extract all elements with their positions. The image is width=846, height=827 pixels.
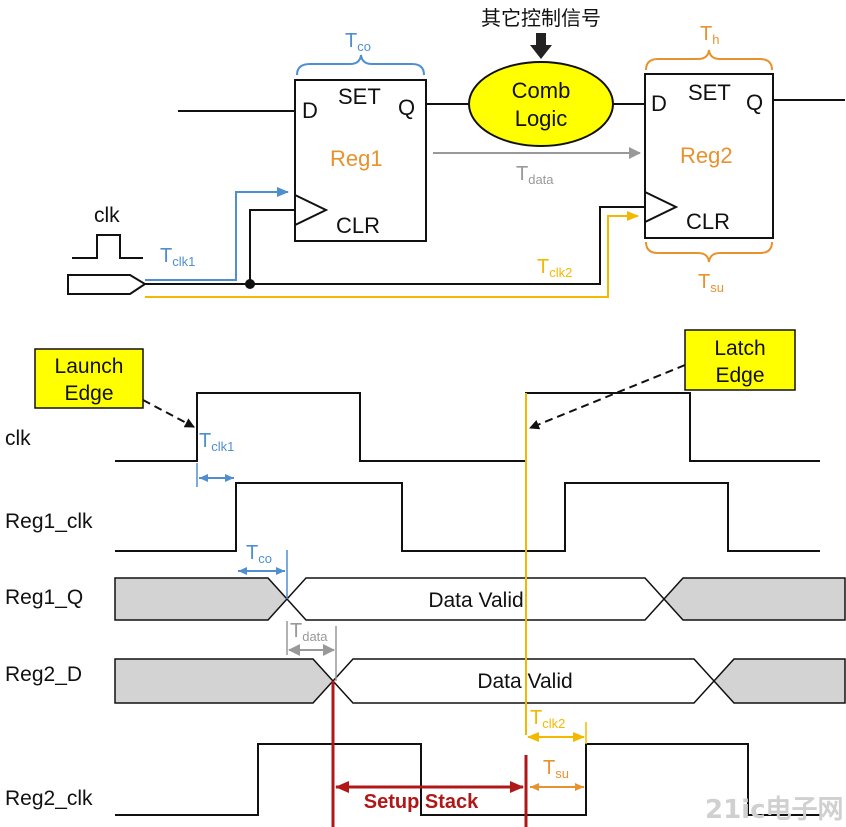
timing-tdata-label: Tdata xyxy=(290,620,328,644)
tco-brace xyxy=(296,54,425,76)
circuit-tco-label: Tco xyxy=(345,30,371,54)
tclk2-wire xyxy=(145,211,639,298)
latch-edge-callout xyxy=(684,329,796,391)
launch-edge-callout xyxy=(34,348,144,409)
clk-input-connector xyxy=(67,274,147,295)
circuit-clk-label: clk xyxy=(94,204,120,227)
control-down-arrow-icon xyxy=(530,33,552,59)
signal-name-reg1-clk: Reg1_clk xyxy=(5,510,93,533)
reg2-q-label: Q xyxy=(746,90,763,115)
tsu-brace xyxy=(645,241,773,263)
waveform-clk xyxy=(115,392,820,462)
watermark-21ic: 21ic电子网 xyxy=(705,795,844,825)
reg1-q-label: Q xyxy=(398,95,415,120)
comb-logic-ellipse xyxy=(468,61,614,147)
reg2-block: D SET Q CLR Reg2 xyxy=(644,73,774,239)
clk-pulse-icon xyxy=(72,234,143,259)
timing-tsu-label: Tsu xyxy=(543,757,569,781)
reg2-d-invalid-start xyxy=(114,658,335,704)
signal-name-reg2-clk: Reg2_clk xyxy=(5,787,93,810)
reg1-q-data-valid-label: Data Valid xyxy=(428,589,523,612)
timing-tco-label: Tco xyxy=(246,542,272,566)
latch-edge-line1: Latch xyxy=(714,337,765,360)
reg1-name: Reg1 xyxy=(330,146,383,171)
comb-logic-line2: Logic xyxy=(515,106,568,131)
signal-name-clk: clk xyxy=(5,427,31,450)
reg2-clr-label: CLR xyxy=(686,209,730,234)
circuit-tclk2-label: Tclk2 xyxy=(537,256,572,280)
reg2-d-label: D xyxy=(651,91,667,116)
launch-edge-line1: Launch xyxy=(55,355,124,378)
launch-edge-pointer xyxy=(142,399,195,428)
clk-branch-reg1 xyxy=(249,209,295,284)
circuit-tdata-label: Tdata xyxy=(516,163,554,187)
circuit-th-label: Th xyxy=(700,23,719,47)
reg2-set-label: SET xyxy=(688,80,731,105)
waveform-reg1-clk xyxy=(115,482,820,552)
other-control-signals-label: 其它控制信号 xyxy=(481,7,601,30)
reg1-q-invalid-start xyxy=(114,577,289,621)
setup-stack-label: Setup Stack xyxy=(364,791,479,813)
signal-name-reg1-q: Reg1_Q xyxy=(5,586,83,609)
reg2-d-invalid-end xyxy=(712,658,846,704)
circuit-tsu-label: Tsu xyxy=(698,271,724,295)
timing-tclk1-label: Tclk1 xyxy=(199,430,234,454)
reg2-name: Reg2 xyxy=(680,143,733,168)
reg1-block: D SET Q CLR Reg1 xyxy=(294,79,427,242)
latch-edge-pointer xyxy=(529,364,686,430)
reg1-d-label: D xyxy=(302,98,318,123)
tclk1-wire xyxy=(145,187,289,281)
clk-junction-dot xyxy=(245,279,255,289)
th-brace xyxy=(645,49,773,71)
signal-name-reg2-d: Reg2_D xyxy=(5,663,82,686)
latch-edge-line2: Edge xyxy=(715,364,764,387)
timing-tclk2-label: Tclk2 xyxy=(530,707,565,731)
reg1-q-invalid-end xyxy=(662,577,846,621)
reg1-clr-label: CLR xyxy=(336,213,380,238)
circuit-tclk1-label: Tclk1 xyxy=(160,245,195,269)
launch-edge-line2: Edge xyxy=(64,382,113,405)
waveform-reg2-clk xyxy=(115,743,820,816)
reg1-set-label: SET xyxy=(338,84,381,109)
clk-wire-black xyxy=(145,206,645,285)
comb-logic-line1: Comb xyxy=(512,78,571,103)
